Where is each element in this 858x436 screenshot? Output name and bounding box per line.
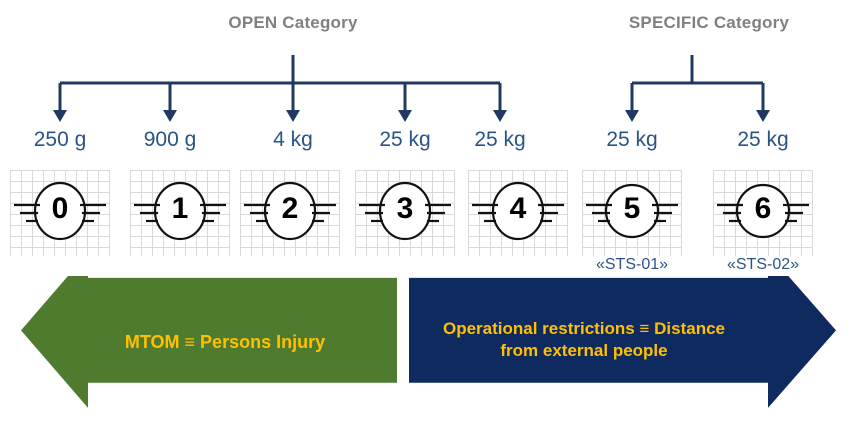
arrowhead-3 bbox=[398, 110, 412, 122]
drone-glyph bbox=[586, 183, 678, 239]
mass-label-1: 900 g bbox=[143, 128, 197, 151]
drone-icon-4: 4 bbox=[468, 170, 568, 256]
drone-class-number: 6 bbox=[754, 192, 772, 225]
mass-label-3: 25 kg bbox=[379, 128, 431, 151]
operational-restrictions-line-2: from external people bbox=[500, 341, 668, 360]
drone-class-number: 2 bbox=[281, 192, 299, 225]
sts-label-6: «STS-02» bbox=[726, 256, 800, 273]
mtom-left-arrow bbox=[21, 276, 397, 408]
arrowhead-4 bbox=[493, 110, 507, 122]
drone-glyph bbox=[717, 183, 809, 239]
mass-label-6: 25 kg bbox=[737, 128, 789, 151]
drone-icon-1: 1 bbox=[130, 170, 230, 256]
drone-icon-2: 2 bbox=[240, 170, 340, 256]
drone-glyph bbox=[359, 181, 451, 241]
operational-restrictions-line-1: Operational restrictions ≡ Distance bbox=[442, 319, 725, 338]
mass-label-2: 4 kg bbox=[273, 128, 313, 151]
drone-class-number: 1 bbox=[171, 192, 189, 225]
sts-label-5: «STS-01» bbox=[595, 256, 669, 273]
arrowhead-0 bbox=[53, 110, 67, 122]
arrowhead-2 bbox=[286, 110, 300, 122]
drone-class-number: 3 bbox=[396, 192, 414, 225]
drone-class-number: 0 bbox=[51, 192, 69, 225]
drone-icon-3: 3 bbox=[355, 170, 455, 256]
arrowheads bbox=[53, 110, 770, 122]
drone-class-number: 4 bbox=[509, 192, 527, 225]
operational-restrictions-arrow-label: Operational restrictions ≡ Distance from… bbox=[409, 318, 759, 362]
mass-label-5: 25 kg bbox=[606, 128, 658, 151]
drone-glyph bbox=[472, 181, 564, 241]
operational-restrictions-right-arrow bbox=[409, 276, 836, 408]
arrowhead-1 bbox=[163, 110, 177, 122]
scale-arrows bbox=[21, 276, 836, 408]
drone-icon-5: 5 bbox=[582, 170, 682, 256]
specific-category-title: SPECIFIC Category bbox=[628, 13, 790, 32]
drone-glyph bbox=[244, 181, 336, 241]
open-category-title: OPEN Category bbox=[228, 13, 358, 32]
drone-class-number: 5 bbox=[623, 192, 641, 225]
drone-icon-0: 0 bbox=[10, 170, 110, 256]
drone-glyph bbox=[134, 181, 226, 241]
drone-glyph bbox=[14, 181, 106, 241]
arrowhead-5 bbox=[625, 110, 639, 122]
mass-label-0: 250 g bbox=[33, 128, 87, 151]
drone-icon-6: 6 bbox=[713, 170, 813, 256]
mass-label-4: 25 kg bbox=[474, 128, 526, 151]
arrowhead-6 bbox=[756, 110, 770, 122]
mtom-arrow-label: MTOM ≡ Persons Injury bbox=[124, 332, 326, 352]
